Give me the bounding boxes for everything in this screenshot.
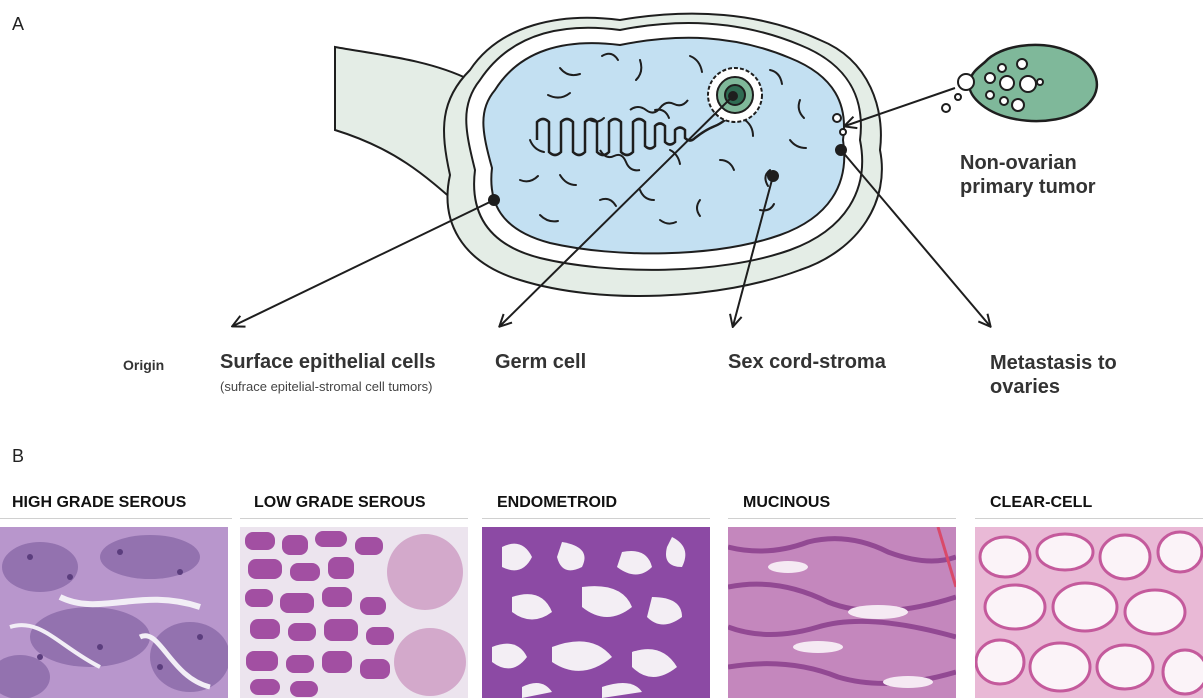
arrow-surface-epithelial <box>233 200 494 326</box>
divider <box>728 518 956 519</box>
histo-title-high-grade-serous: HIGH GRADE SEROUS <box>12 494 186 512</box>
category-sex-cord-stroma: Sex cord-stroma <box>728 351 886 374</box>
origin-label: Origin <box>123 357 164 373</box>
panel-b-label: B <box>12 446 24 467</box>
category-surface-epithelial: Surface epithelial cells <box>220 351 436 374</box>
histo-title-mucinous: MUCINOUS <box>743 494 830 512</box>
divider <box>0 518 232 519</box>
divider <box>240 518 468 519</box>
histo-title-endometroid: ENDOMETROID <box>497 494 617 512</box>
ovary-medulla <box>483 38 844 254</box>
met-cell <box>833 114 841 122</box>
met-cell <box>840 129 846 135</box>
panel-a-label: A <box>12 14 24 35</box>
divider <box>482 518 710 519</box>
micrograph-mucinous <box>728 527 956 698</box>
category-surface-epithelial-subtitle: (sufrace epitelial-stromal cell tumors) <box>220 378 460 395</box>
category-germ-cell: Germ cell <box>495 351 586 374</box>
histo-title-low-grade-serous: LOW GRADE SEROUS <box>254 494 426 512</box>
non-ovarian-tumor-label: Non-ovarian primary tumor <box>960 151 1150 199</box>
category-metastasis: Metastasis to ovaries <box>990 351 1140 399</box>
micrograph-low-grade-serous <box>240 527 468 698</box>
micrograph-clear-cell <box>975 527 1203 698</box>
micrograph-endometroid <box>482 527 710 698</box>
divider <box>975 518 1203 519</box>
micrograph-high-grade-serous <box>0 527 228 698</box>
histo-title-clear-cell: CLEAR-CELL <box>990 494 1092 512</box>
